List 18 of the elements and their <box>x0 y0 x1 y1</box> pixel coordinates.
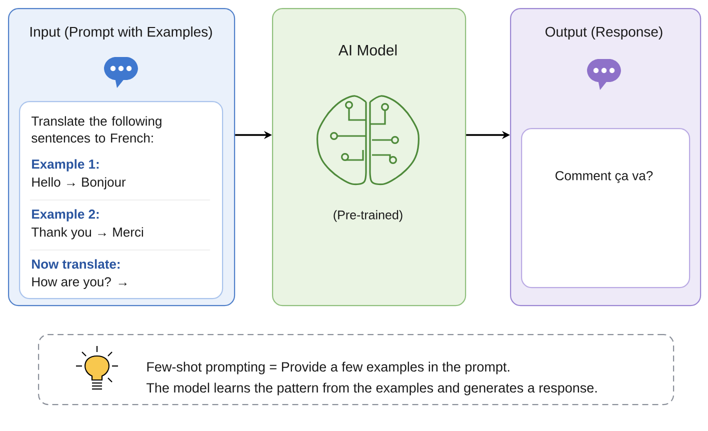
model-panel <box>272 8 466 306</box>
response-card <box>521 128 690 288</box>
node-text: Comment ça va? <box>556 171 653 183</box>
node-text: Now translate: <box>32 259 120 269</box>
node-text: Example 2: <box>32 209 99 222</box>
node-text: Few-shot prompting = Provide a few examples in the prompt. <box>147 362 510 374</box>
prompt-card <box>19 101 224 300</box>
node-text: Translate the following sentences to French: <box>32 116 162 143</box>
node-text: How are you? → <box>32 277 127 289</box>
node-text: (Pre-trained) <box>334 210 402 222</box>
node-text: AI Model <box>338 44 397 56</box>
node-text: The model learns the pattern from the examples and generates a response. <box>146 382 597 396</box>
node-text: Example 1: <box>32 159 99 172</box>
node-text: Thank you → Merci <box>32 227 143 240</box>
node-text: Input (Prompt with Examples) <box>30 26 212 40</box>
node-text: Hello → Bonjour <box>32 177 126 190</box>
note-box <box>38 334 674 406</box>
node-text: Output (Response) <box>546 26 662 40</box>
